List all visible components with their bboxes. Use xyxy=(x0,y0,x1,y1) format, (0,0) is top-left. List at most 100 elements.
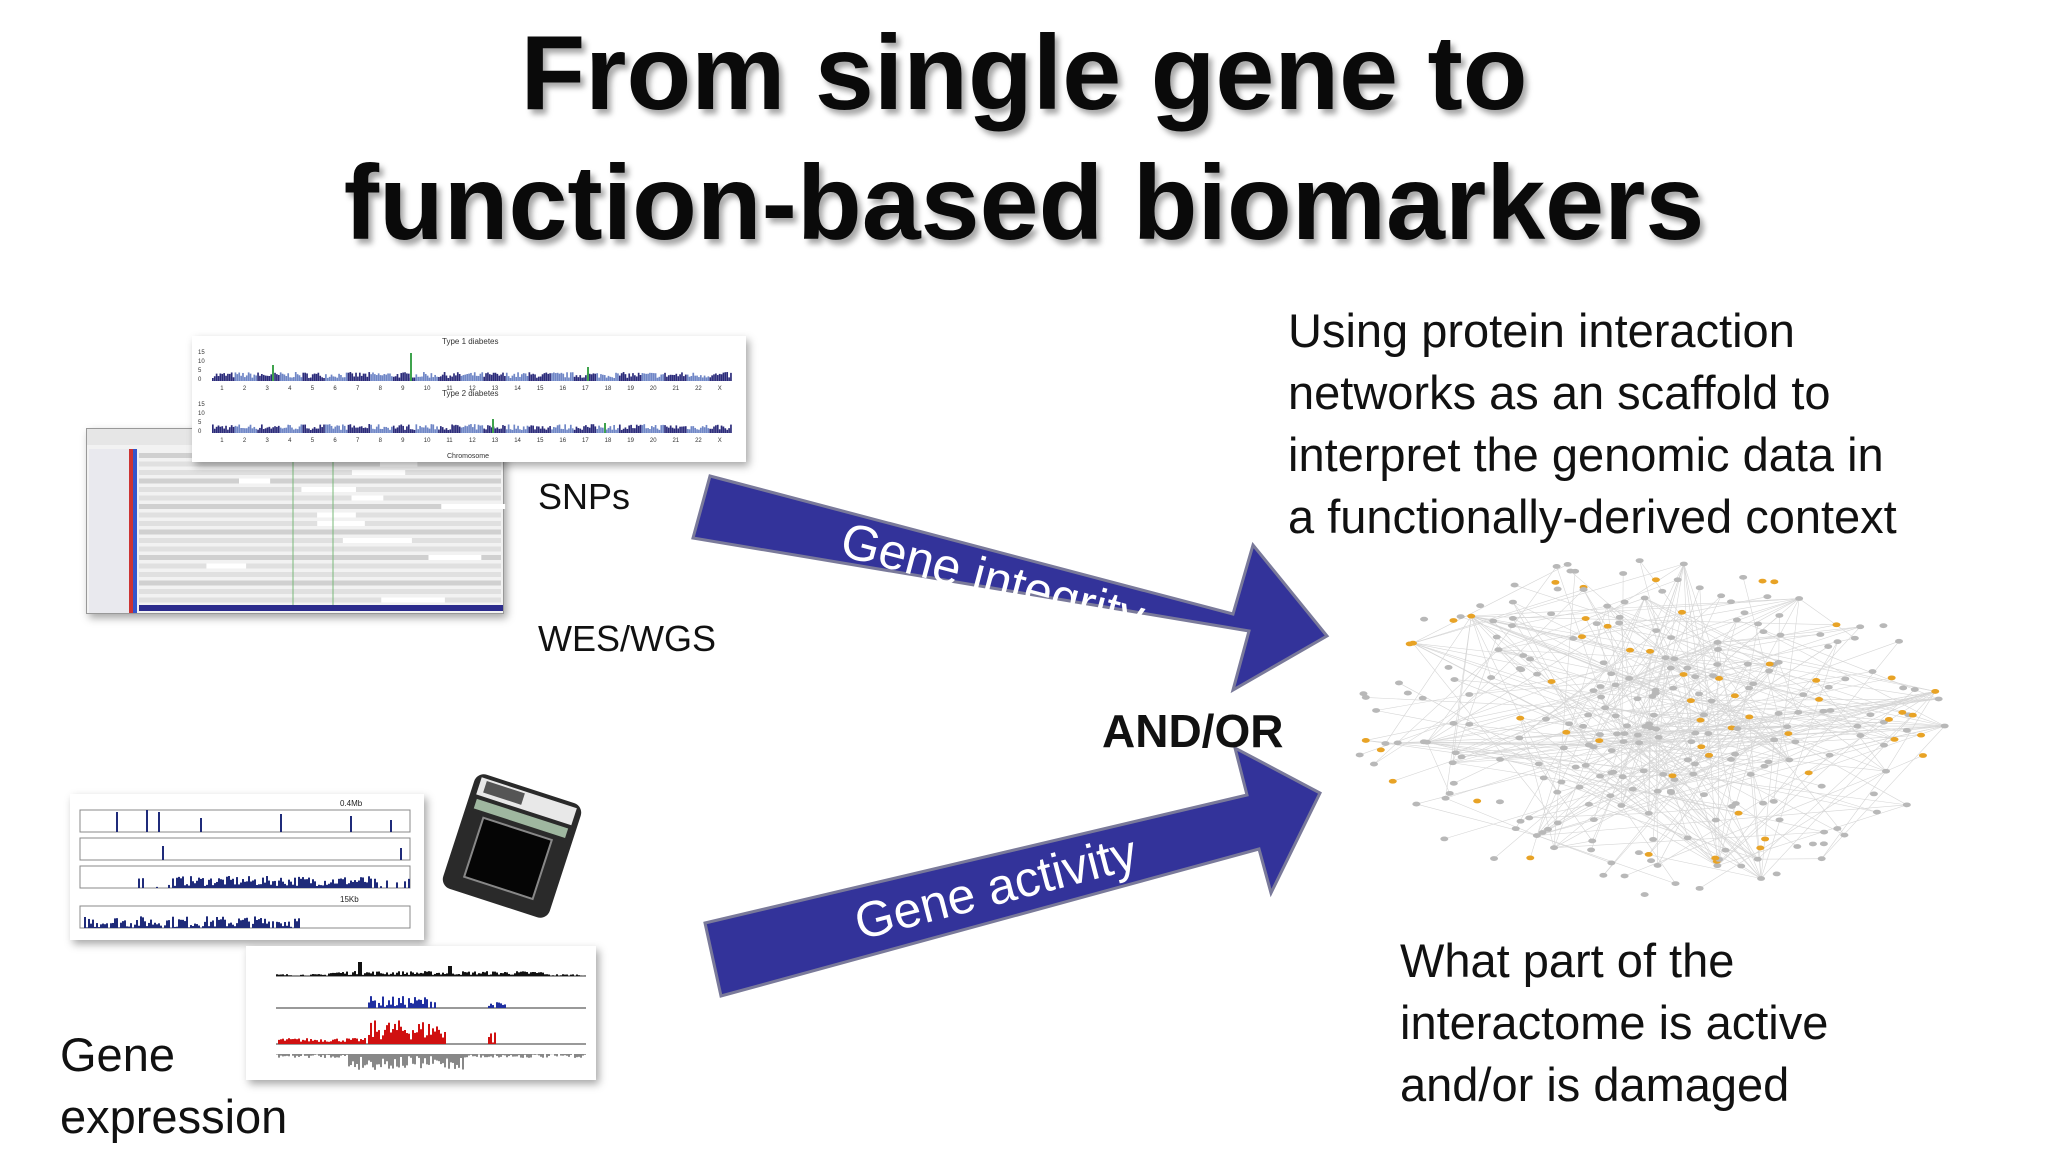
expression-coverage-bar xyxy=(272,881,274,888)
network-edge xyxy=(1906,725,1945,731)
network-node xyxy=(1635,558,1644,564)
rnaseq-coverage-bar xyxy=(310,1039,312,1044)
manhattan-snp-bar xyxy=(517,372,519,381)
rnaseq-coverage-bar xyxy=(372,1000,374,1008)
manhattan-snp-bar xyxy=(390,376,393,381)
rnaseq-coverage-bar xyxy=(292,1054,294,1056)
network-node-highlighted xyxy=(1551,579,1560,585)
rnaseq-coverage-bar xyxy=(418,999,420,1008)
manhattan-snp-bar xyxy=(562,429,565,433)
expression-coverage-bar xyxy=(256,920,258,928)
rnaseq-coverage-bar xyxy=(548,974,550,976)
manhattan-snp-bar xyxy=(368,372,371,381)
network-node xyxy=(1791,739,1800,745)
rnaseq-coverage-bar xyxy=(570,974,572,976)
manhattan-snp-bar xyxy=(294,372,297,381)
manhattan-snp-bar xyxy=(462,375,465,381)
rnaseq-coverage-bar xyxy=(480,973,482,976)
manhattan-snp-bar xyxy=(438,429,440,433)
expression-coverage-bar xyxy=(344,877,346,888)
manhattan-snp-bar xyxy=(319,375,322,381)
rnaseq-coverage-bar xyxy=(378,1030,380,1044)
manhattan-snp-bar xyxy=(543,373,546,381)
genome-browser-read xyxy=(301,487,356,492)
network-node xyxy=(1611,713,1620,719)
rnaseq-coverage-bar xyxy=(520,1054,522,1058)
rnaseq-coverage-bar xyxy=(476,974,478,976)
network-node xyxy=(1759,629,1768,635)
manhattan-snp-bar xyxy=(445,428,448,433)
expression-coverage-bar xyxy=(276,885,278,888)
network-node xyxy=(1770,737,1779,743)
manhattan-snp-bar xyxy=(637,372,640,381)
network-node-highlighted xyxy=(1376,747,1385,753)
rnaseq-coverage-bar xyxy=(434,1002,436,1008)
network-node xyxy=(1550,845,1559,851)
network-edge xyxy=(1426,589,1584,743)
rnaseq-coverage-bar xyxy=(504,972,506,976)
rnaseq-coverage-bar xyxy=(430,1001,432,1008)
manhattan-snp-bar xyxy=(502,372,504,381)
rnaseq-coverage-bar xyxy=(300,1041,302,1044)
manhattan-snp-bar xyxy=(699,427,702,433)
network-node xyxy=(1879,742,1888,748)
manhattan-snp-bar xyxy=(349,372,352,381)
expression-coverage-bar xyxy=(216,916,218,928)
rnaseq-coverage-bar xyxy=(330,973,332,976)
rnaseq-coverage-bar xyxy=(426,1054,428,1065)
expression-peak xyxy=(400,848,402,860)
manhattan-snp-bar xyxy=(351,427,354,433)
network-node xyxy=(1872,809,1881,815)
manhattan-snp-bar xyxy=(615,429,617,433)
manhattan-snp-bar xyxy=(291,427,293,433)
rnaseq-coverage-bar xyxy=(380,1005,382,1008)
network-node xyxy=(1615,614,1624,620)
rnaseq-coverage-bar xyxy=(392,1029,394,1044)
expression-coverage-bar xyxy=(230,879,232,888)
expression-coverage-bar xyxy=(246,881,248,888)
rnaseq-coverage-bar xyxy=(320,1054,322,1058)
network-node xyxy=(1866,712,1875,718)
manhattan-snp-bar xyxy=(560,372,563,381)
expression-coverage-bar xyxy=(222,879,224,888)
network-node xyxy=(1704,731,1713,736)
expression-scale-label-1: 0.4Mb xyxy=(340,799,363,808)
manhattan-snp-bar xyxy=(579,428,582,433)
manhattan-snp-bar xyxy=(242,372,244,381)
manhattan-snp-bar xyxy=(259,375,261,381)
expression-coverage-bar xyxy=(158,923,160,928)
rnaseq-coverage-bar xyxy=(394,1054,396,1060)
expression-coverage-bar xyxy=(358,880,360,888)
network-edge xyxy=(1670,563,1685,638)
rnaseq-coverage-bar xyxy=(394,1023,396,1044)
network-edge xyxy=(1626,725,1718,866)
manhattan-snp-bar xyxy=(649,429,651,433)
network-node xyxy=(1449,720,1458,726)
expression-coverage-bar xyxy=(202,926,204,928)
expression-coverage-bar xyxy=(212,885,214,888)
network-edge xyxy=(1470,616,1558,793)
manhattan-snp-bar xyxy=(300,424,303,433)
rnaseq-coverage-bar xyxy=(576,1054,578,1058)
network-node xyxy=(1651,687,1660,693)
rnaseq-coverage-bar xyxy=(342,972,344,976)
network-node xyxy=(1794,710,1803,715)
manhattan-snp-bar xyxy=(304,424,307,433)
network-node xyxy=(1695,885,1704,891)
network-node xyxy=(1620,873,1629,879)
network-edge xyxy=(1445,616,1472,799)
manhattan-snp-bar xyxy=(526,425,529,433)
manhattan-snp-bar xyxy=(389,373,391,381)
rnaseq-coverage-bar xyxy=(418,1054,420,1058)
manhattan-snp-bar xyxy=(236,426,239,433)
network-edge xyxy=(1426,707,1606,743)
rnaseq-coverage-bar xyxy=(522,1054,524,1058)
manhattan-snp-bar xyxy=(639,375,642,381)
manhattan-chromosome-label: X xyxy=(718,386,722,392)
rnaseq-coverage-bar xyxy=(494,1054,496,1055)
rnaseq-coverage-bar xyxy=(332,1054,334,1057)
manhattan-snp-bar xyxy=(520,429,523,433)
manhattan-snp-bar xyxy=(577,428,580,433)
rnaseq-coverage-bar xyxy=(526,972,528,976)
manhattan-snp-bar xyxy=(541,426,544,433)
